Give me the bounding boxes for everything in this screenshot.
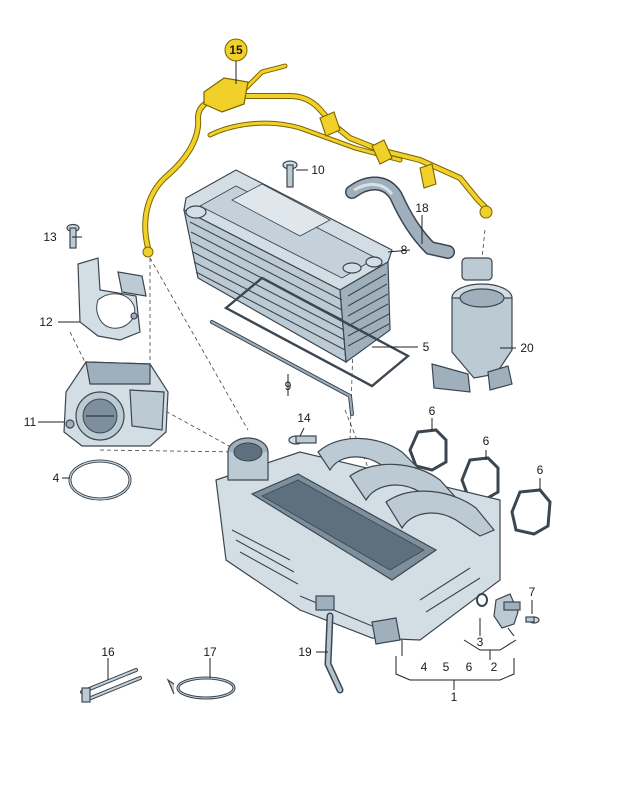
vacuum-hose[interactable] [324,612,344,694]
connecting-pipe[interactable] [431,257,513,393]
label-6d[interactable]: 6 [466,660,473,674]
bracket[interactable] [77,257,147,341]
seal-strip[interactable] [210,320,354,416]
label-20[interactable]: 20 [520,341,534,355]
label-7[interactable]: 7 [529,585,536,599]
label-6c[interactable]: 6 [537,463,544,477]
label-12[interactable]: 12 [39,315,53,329]
coolant-line[interactable] [142,63,493,258]
leader-lines [38,60,541,690]
throttle-body[interactable] [63,361,169,447]
label-5b[interactable]: 5 [443,660,450,674]
cable-ties[interactable] [80,668,142,703]
sensor-bolt[interactable] [525,616,540,624]
hose-clamp[interactable] [166,676,236,700]
label-4b[interactable]: 4 [421,660,428,674]
bracket-bolt[interactable] [66,223,80,249]
label-6a[interactable]: 6 [429,404,436,418]
label-14[interactable]: 14 [297,411,311,425]
cooler-gasket[interactable] [223,276,411,388]
label-18[interactable]: 18 [415,201,429,215]
cooler-bolt[interactable] [282,160,298,188]
sensor[interactable] [493,593,521,629]
label-1[interactable]: 1 [451,690,458,704]
charge-air-cooler[interactable] [183,169,393,364]
throttle-seal-ring[interactable] [68,459,132,501]
label-5a[interactable]: 5 [423,340,430,354]
label-9[interactable]: 9 [285,379,292,393]
label-4a[interactable]: 4 [53,471,60,485]
label-11[interactable]: 11 [24,415,37,429]
intake-manifold[interactable] [215,437,501,645]
label-6b[interactable]: 6 [483,434,490,448]
label-13[interactable]: 13 [43,230,57,244]
label-15[interactable]: 15 [229,43,243,57]
part-labels: 15 10 8 18 13 12 5 20 9 11 4 14 6 6 6 7 … [24,43,544,704]
label-2[interactable]: 2 [491,660,498,674]
label-3[interactable]: 3 [477,635,484,649]
label-19[interactable]: 19 [298,645,312,659]
label-8[interactable]: 8 [401,243,408,257]
part-15-badge [224,38,248,62]
label-16[interactable]: 16 [101,645,115,659]
label-17[interactable]: 17 [203,645,217,659]
port-gaskets[interactable] [408,428,552,536]
seal-ring[interactable] [476,593,488,607]
manifold-bolt[interactable] [288,435,317,445]
label-10[interactable]: 10 [311,163,325,177]
